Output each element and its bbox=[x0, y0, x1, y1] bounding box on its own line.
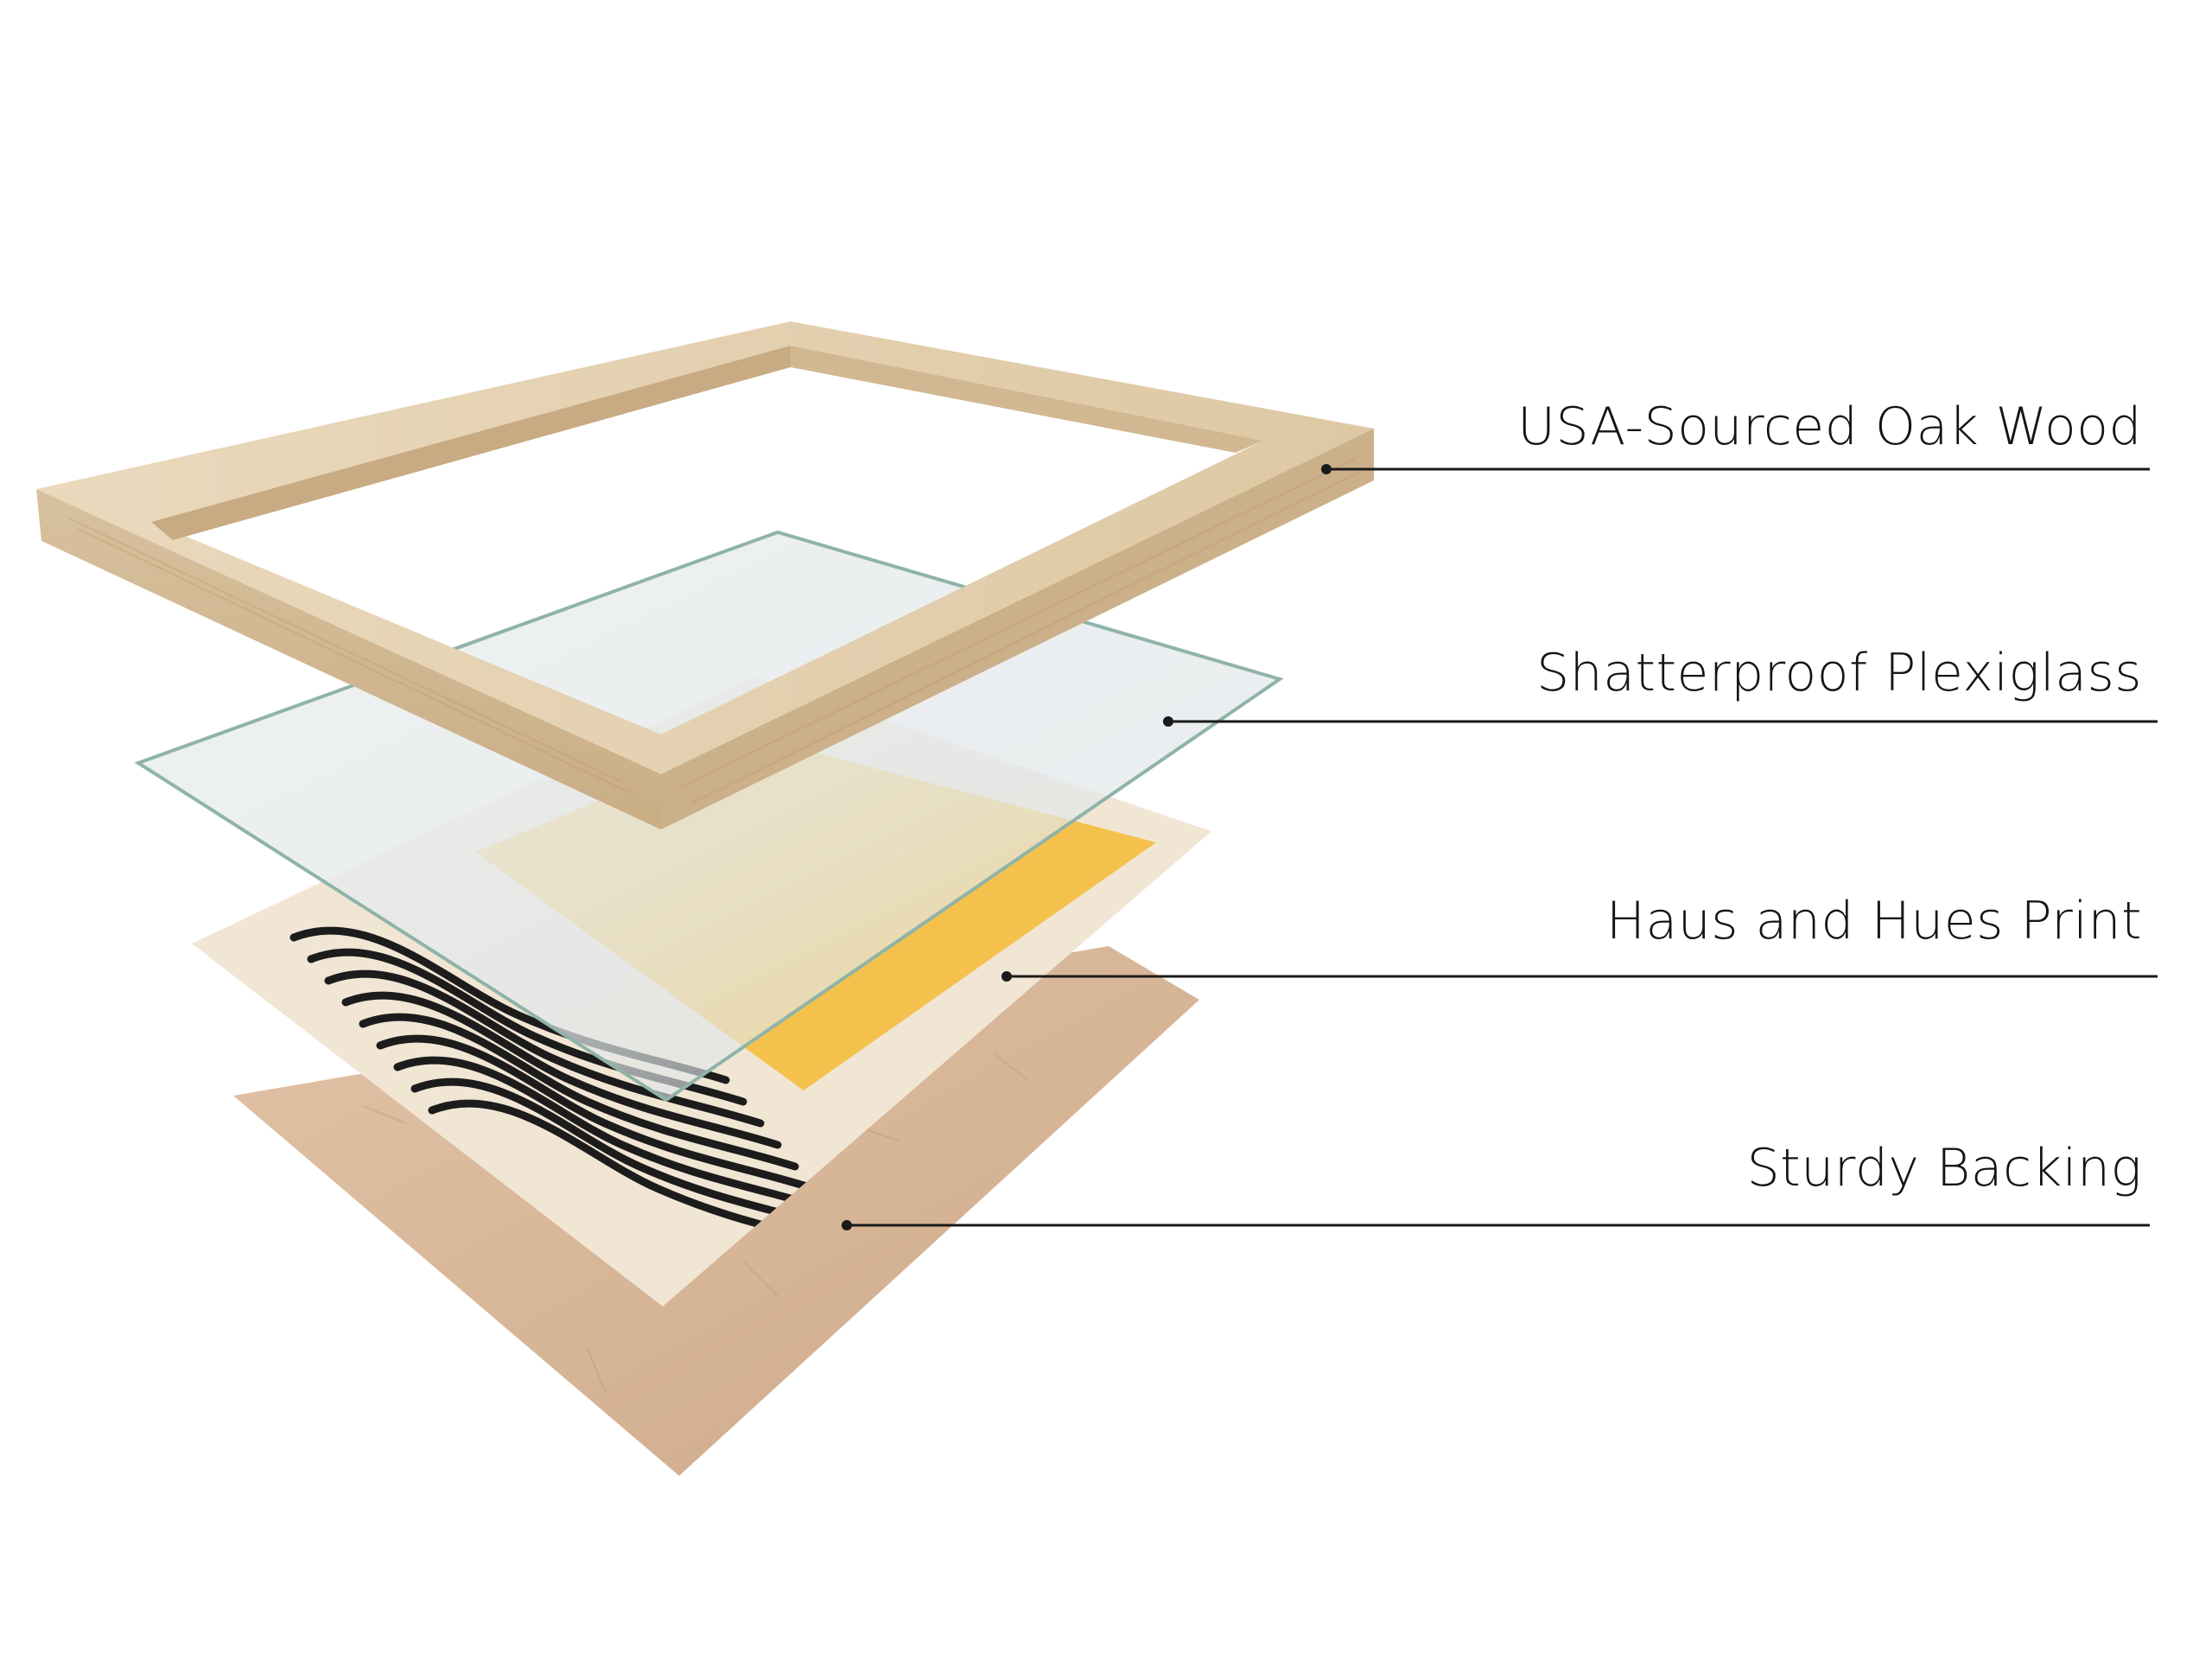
label-backing: Sturdy Backing bbox=[1746, 1138, 2142, 1198]
oak-frame-right-side bbox=[661, 429, 1374, 830]
leader-oak bbox=[1321, 464, 2150, 474]
leader-print bbox=[1001, 971, 2158, 982]
leader-plexiglass bbox=[1163, 716, 2158, 727]
oak-frame bbox=[36, 321, 1374, 830]
leader-backing bbox=[842, 1220, 2150, 1230]
oak-frame-left-side bbox=[36, 489, 661, 830]
plexiglass-edge bbox=[134, 530, 1284, 1103]
label-plexiglass: Shatterproof Plexiglass bbox=[1536, 643, 2142, 703]
oak-frame-inner-wall-right bbox=[791, 346, 1263, 453]
oak-frame-top-face bbox=[36, 321, 1374, 774]
leader-lines bbox=[842, 464, 2158, 1230]
oak-frame-inner-wall-back bbox=[151, 346, 791, 540]
label-print: Haus and Hues Print bbox=[1605, 891, 2142, 951]
label-oak-wood: USA-Sourced Oak Wood bbox=[1517, 397, 2142, 457]
